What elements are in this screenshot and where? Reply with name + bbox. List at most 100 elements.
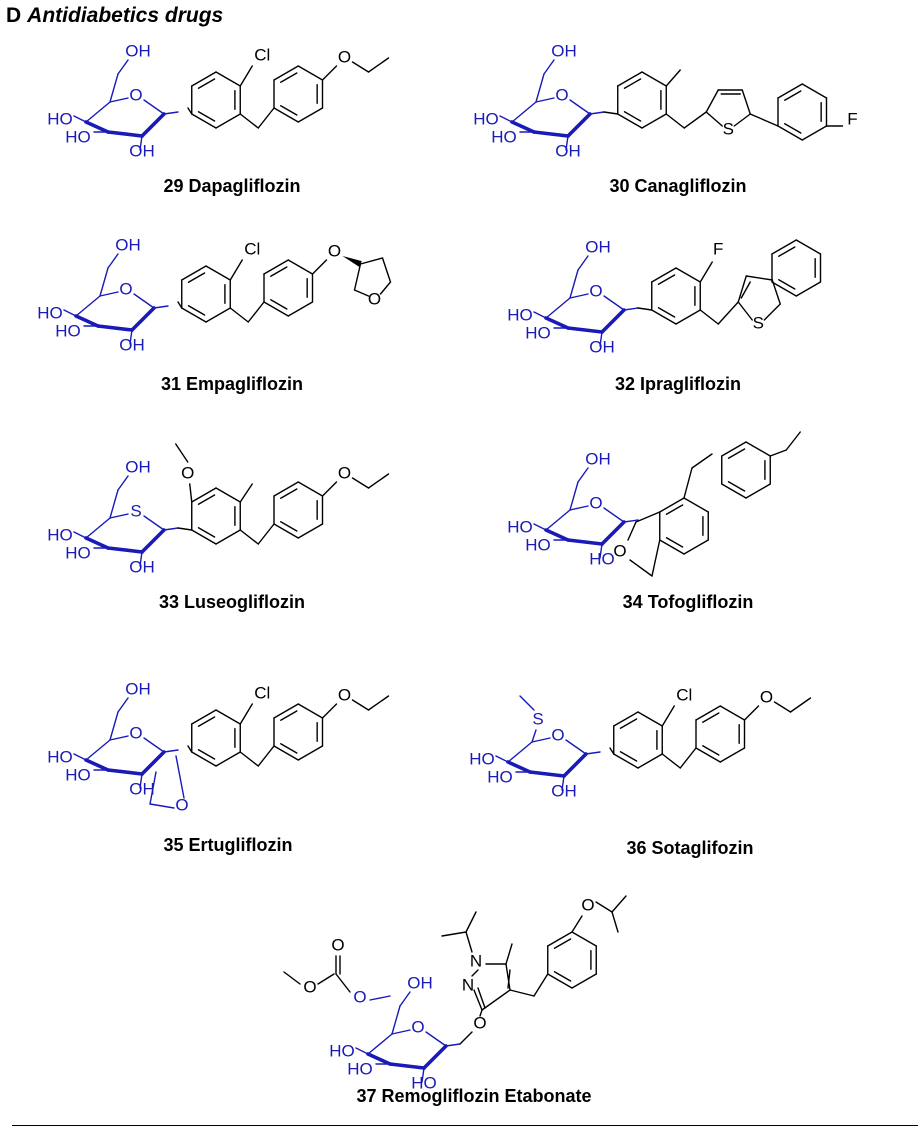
bond — [623, 111, 642, 122]
bond — [106, 130, 144, 138]
bond — [600, 308, 626, 334]
bond — [679, 747, 697, 769]
bond — [531, 729, 537, 743]
bond — [177, 527, 193, 531]
bond — [699, 309, 719, 325]
bond — [651, 309, 677, 325]
label-6-hydroxyl: OH — [115, 235, 141, 254]
bond — [177, 301, 183, 309]
label-fluoro: F — [713, 239, 723, 258]
bond — [425, 1031, 447, 1047]
compound-name: Tofogliflozin — [647, 592, 754, 612]
bond — [99, 291, 119, 297]
bond — [335, 973, 351, 993]
bond — [733, 113, 751, 127]
bond — [553, 971, 572, 982]
bond — [381, 257, 392, 283]
bond — [263, 259, 289, 275]
label-pyrazole-n2: N — [462, 975, 474, 994]
bond — [297, 523, 324, 539]
bond — [784, 90, 802, 101]
bond — [273, 481, 299, 497]
bond — [659, 497, 685, 513]
bond — [585, 751, 601, 755]
bond — [623, 519, 639, 523]
bond — [727, 481, 746, 492]
label-fluoro: F — [847, 109, 857, 128]
bond — [297, 481, 324, 497]
label-4-hydroxyl: HO — [37, 303, 63, 322]
bond — [133, 293, 155, 309]
bond — [239, 65, 253, 87]
panel-letter: D — [6, 4, 22, 27]
bond — [239, 751, 259, 767]
bond — [603, 507, 625, 523]
bond — [109, 735, 129, 741]
label-4-hydroxyl: HO — [473, 109, 499, 128]
label-thio-sulfur: S — [532, 709, 543, 728]
bond — [149, 803, 175, 809]
bond — [641, 113, 667, 129]
bond — [778, 246, 796, 257]
bond — [683, 111, 707, 129]
bond — [297, 745, 324, 761]
bond — [353, 263, 362, 291]
bond — [600, 520, 626, 546]
bond — [143, 737, 165, 753]
bond — [617, 71, 643, 87]
bond — [773, 701, 792, 713]
ring-heteroatom: O — [411, 1017, 424, 1036]
bond — [565, 135, 569, 151]
bond — [273, 703, 299, 719]
bond — [659, 539, 685, 555]
bond — [181, 265, 207, 281]
bond — [479, 1009, 483, 1017]
bond — [717, 301, 739, 325]
bond — [205, 307, 231, 323]
bond — [106, 546, 144, 554]
bond — [247, 301, 265, 323]
bond — [139, 135, 143, 151]
bond — [571, 915, 583, 933]
bond — [317, 973, 335, 985]
caption-33: 33 Luseogliflozin — [159, 592, 305, 613]
bond — [561, 775, 565, 791]
bond — [270, 266, 288, 277]
bond — [263, 301, 289, 317]
bond — [651, 539, 661, 577]
bond — [99, 267, 109, 297]
compound-name: Empagliflozin — [186, 374, 304, 394]
bond — [745, 441, 771, 457]
label-benzothiophene-sulfur: S — [753, 313, 764, 332]
bond — [603, 111, 619, 115]
bond — [609, 747, 615, 755]
bond — [239, 703, 253, 725]
bond — [499, 115, 513, 123]
label-isopropoxy-oxygen: O — [581, 895, 594, 914]
bond — [191, 113, 217, 129]
ring-heteroatom: O — [551, 725, 564, 744]
bond — [280, 521, 298, 532]
bond — [566, 326, 604, 334]
bond — [505, 963, 511, 991]
bond — [280, 743, 298, 754]
bond — [273, 65, 299, 81]
label-4-hydroxyl: HO — [47, 109, 73, 128]
bond — [769, 449, 787, 457]
bond — [191, 709, 217, 725]
bond — [355, 1047, 369, 1055]
bond — [140, 528, 166, 554]
bond — [321, 703, 338, 719]
bond — [743, 705, 760, 721]
bond — [473, 989, 483, 1011]
label-2-hydroxyl: OH — [129, 557, 155, 576]
ring-heteroatom: O — [589, 493, 602, 512]
bond — [321, 481, 338, 497]
label-6-hydroxyl: OH — [125, 457, 151, 476]
label-methoxy-oxygen: O — [303, 977, 316, 996]
bond — [197, 716, 216, 727]
bond — [96, 324, 134, 332]
bond — [571, 931, 597, 947]
